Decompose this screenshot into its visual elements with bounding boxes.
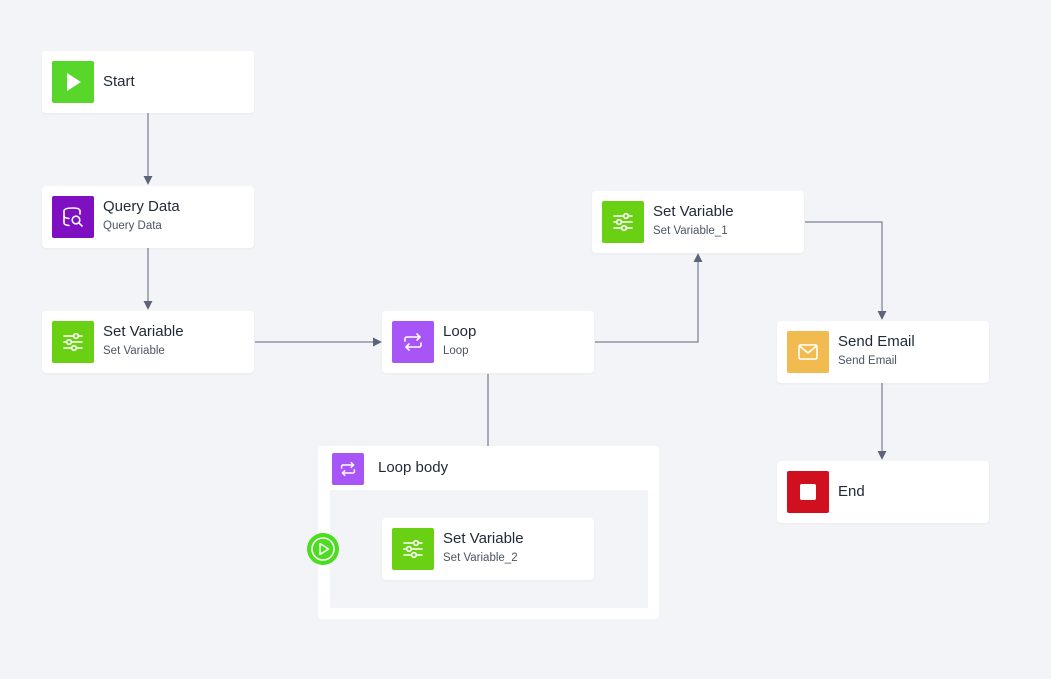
stop-icon [787, 471, 829, 513]
loop-node[interactable]: Loop Loop [382, 311, 594, 373]
loop-icon [392, 321, 434, 363]
edge-set-variable-1-to-send-email [805, 221, 887, 320]
node-title: Set Variable [443, 530, 524, 547]
node-title: End [838, 483, 865, 500]
start-node[interactable]: Start [42, 51, 254, 113]
loop-icon [332, 453, 364, 485]
sliders-icon [602, 201, 644, 243]
node-subtitle: Set Variable_2 [443, 552, 518, 564]
node-title: Loop [443, 323, 477, 340]
node-subtitle: Set Variable_1 [653, 225, 728, 237]
node-subtitle: Loop [443, 345, 469, 357]
sliders-icon [392, 528, 434, 570]
play-icon [52, 61, 94, 103]
node-title: Send Email [838, 333, 915, 350]
node-subtitle: Send Email [838, 355, 897, 367]
query-data-node[interactable]: Query Data Query Data [42, 186, 254, 248]
send-email-node[interactable]: Send Email Send Email [777, 321, 989, 383]
loop-body-start-icon[interactable] [307, 533, 339, 565]
query-data-icon [52, 196, 94, 238]
set-variable-1-node[interactable]: Set Variable Set Variable_1 [592, 191, 804, 253]
mail-icon [787, 331, 829, 373]
node-subtitle: Query Data [103, 220, 162, 232]
sliders-icon [52, 321, 94, 363]
edge-loop-to-set-variable-1 [595, 253, 703, 343]
node-subtitle: Set Variable [103, 345, 165, 357]
node-title: Set Variable [103, 323, 184, 340]
loop-body-title: Loop body [378, 459, 449, 476]
node-title: Set Variable [653, 203, 734, 220]
node-title: Start [103, 73, 135, 90]
node-title: Query Data [103, 198, 180, 215]
set-variable-node[interactable]: Set Variable Set Variable [42, 311, 254, 373]
set-variable-2-node[interactable]: Set Variable Set Variable_2 [382, 518, 594, 580]
end-node[interactable]: End [777, 461, 989, 523]
